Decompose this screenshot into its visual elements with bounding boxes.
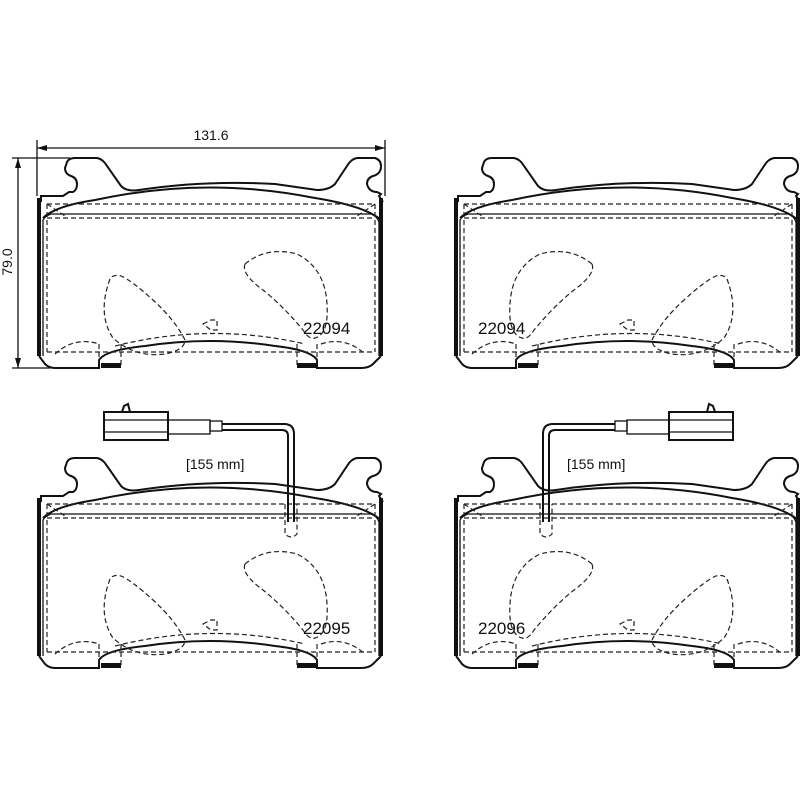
part-number: 22096 [478,619,525,638]
brake-pad-bottom-right: 22096 [453,457,800,669]
height-dimension: 79.0 [0,157,70,369]
part-number: 22095 [303,619,350,638]
brake-pad-top-right: 22094 [453,157,800,369]
brake-pad-top-left: 22094 [36,157,384,369]
sensor-length-label: [155 mm] [567,456,625,472]
brake-pad-bottom-left: 22095 [36,457,384,669]
width-dimension: 131.6 [36,127,386,196]
height-dimension-label: 79.0 [0,248,15,275]
part-number: 22094 [478,319,525,338]
width-dimension-label: 131.6 [193,127,228,143]
part-number: 22094 [303,319,350,338]
sensor-length-label: [155 mm] [186,456,244,472]
